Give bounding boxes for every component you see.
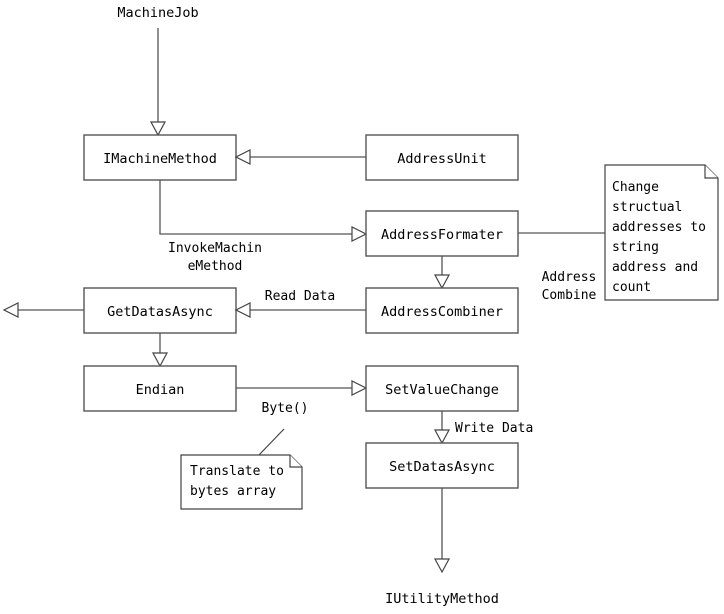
- edge-label-byte: Byte(): [262, 401, 309, 416]
- note-address-line-6: count: [612, 280, 651, 295]
- edge-label-address-combine-line1: Address: [542, 270, 597, 285]
- edge-machinejob-to-imachinemethod: [149, 28, 167, 137]
- edge-addressformater-to-addresscombiner: [433, 256, 451, 290]
- node-addressunit-label: AddressUnit: [397, 151, 486, 167]
- node-imachinemethod-label: IMachineMethod: [103, 151, 217, 167]
- edge-addressunit-to-imachinemethod: [234, 149, 366, 165]
- edge-getdatasasync-to-endian: [151, 333, 169, 368]
- edge-label-address-combine-line2: Combine: [542, 288, 597, 303]
- note-address-line-3: addresses to: [612, 220, 706, 235]
- note-translate-line-2: bytes array: [190, 484, 276, 499]
- node-addressunit[interactable]: AddressUnit: [365, 134, 519, 181]
- node-setvaluechange[interactable]: SetValueChange: [365, 365, 519, 412]
- note-address-line-1: Change: [612, 180, 659, 195]
- node-imachinemethod[interactable]: IMachineMethod: [83, 134, 237, 181]
- edge-getdatasasync-output-left: [2, 302, 84, 318]
- edge-imachinemethod-to-addressformater: [159, 180, 368, 242]
- note-address-line-4: string: [612, 240, 659, 255]
- node-addresscombiner-label: AddressCombiner: [381, 304, 503, 320]
- edge-label-write-data: Write Data: [455, 421, 533, 436]
- node-endian[interactable]: Endian: [83, 365, 237, 412]
- node-endian-label: Endian: [136, 382, 185, 398]
- node-addresscombiner[interactable]: AddressCombiner: [365, 287, 519, 334]
- edge-label-invoke-machine-method-line2: eMethod: [188, 259, 243, 274]
- node-addressformater-label: AddressFormater: [381, 227, 503, 243]
- node-setdatasasync[interactable]: SetDatasAsync: [365, 442, 519, 489]
- note-translate-bytes: Translate to bytes array: [180, 428, 303, 510]
- edge-setvaluechange-to-setdatasasync: [433, 411, 451, 445]
- node-setvaluechange-label: SetValueChange: [385, 382, 499, 398]
- node-setdatasasync-label: SetDatasAsync: [389, 459, 495, 475]
- node-addressformater[interactable]: AddressFormater: [365, 210, 519, 257]
- edge-endian-to-setvaluechange: [236, 380, 368, 396]
- edge-addresscombiner-to-getdatasasync: [234, 302, 366, 318]
- note-address-line-5: address and: [612, 260, 698, 275]
- edge-label-read-data: Read Data: [265, 289, 335, 304]
- note-address-line-2: structual: [612, 200, 682, 215]
- edge-setdatasasync-to-iutilitymethod: [433, 488, 451, 574]
- note-address-transform: Change structual addresses to string add…: [604, 164, 719, 301]
- note-translate-line-1: Translate to: [190, 464, 284, 479]
- edge-label-invoke-machine-method-line1: InvokeMachin: [168, 241, 262, 256]
- node-getdatasasync-label: GetDatasAsync: [107, 304, 213, 320]
- exit-point-label: IUtilityMethod: [385, 591, 499, 607]
- node-getdatasasync[interactable]: GetDatasAsync: [83, 287, 237, 334]
- entry-point-label: MachineJob: [117, 5, 198, 21]
